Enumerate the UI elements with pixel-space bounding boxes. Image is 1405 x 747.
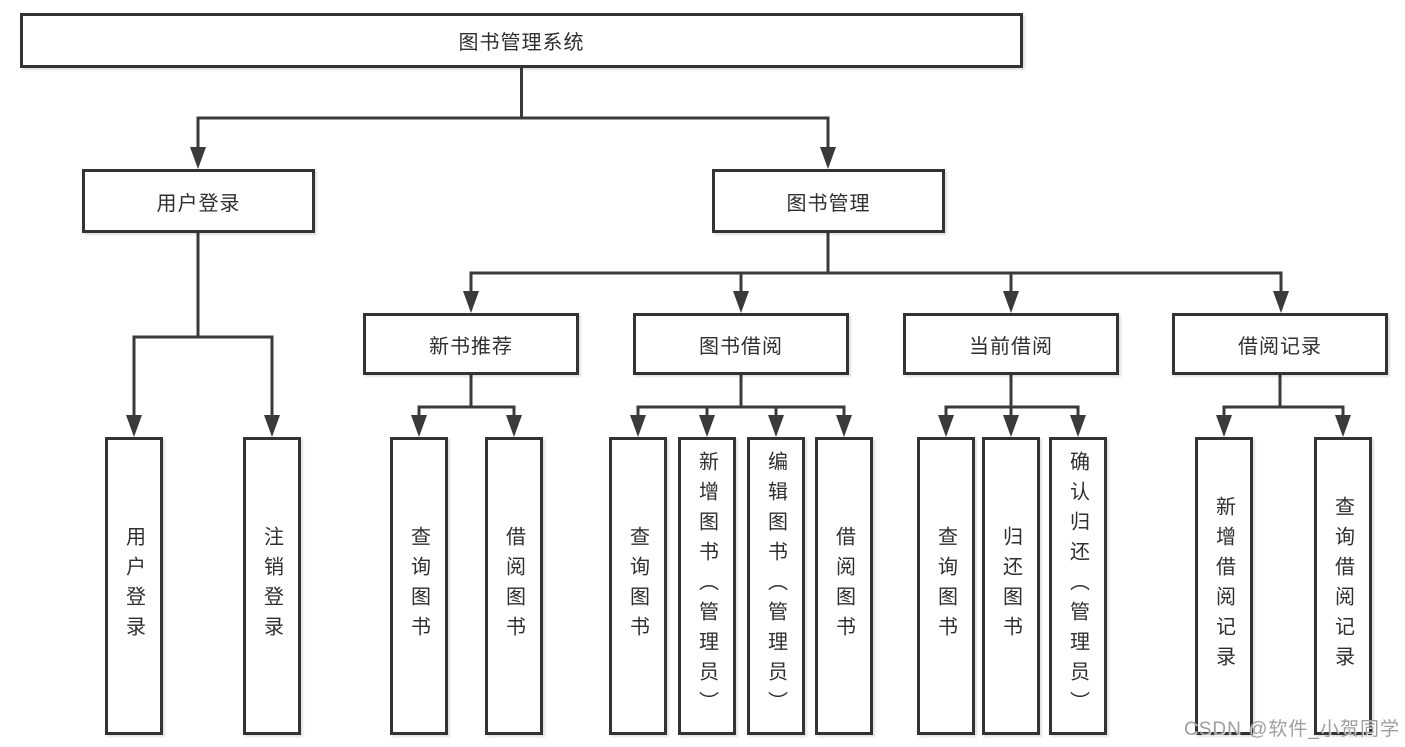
connector-newrec-to-leaves: [417, 373, 516, 424]
connector-userlogin-to-leaves: [132, 231, 274, 424]
connector-root-to-level2: [196, 66, 830, 154]
arrowhead: [733, 291, 749, 313]
node-borrow-records: 借阅记录: [1172, 313, 1388, 375]
arrowhead: [190, 147, 206, 169]
leaf-logout: 注销登录: [243, 437, 301, 735]
node-new-book-recommend: 新书推荐: [363, 313, 579, 375]
leaf-records-add-record: 新增借阅记录: [1195, 437, 1253, 735]
connector-current-to-leaves: [944, 373, 1080, 424]
leaf-borrow-edit-book-admin: 编辑图书（管理员）: [747, 437, 805, 735]
arrowhead: [836, 415, 852, 437]
leaf-borrow-query-book: 查询图书: [609, 437, 667, 735]
node-current-borrow: 当前借阅: [903, 313, 1119, 375]
csdn-watermark: CSDN @软件_小贺同学: [1184, 719, 1400, 740]
arrowhead: [126, 415, 142, 437]
connector-borrow-to-leaves: [636, 373, 846, 424]
leaf-current-return-book: 归还图书: [982, 437, 1040, 735]
arrowhead: [938, 415, 954, 437]
arrowhead: [820, 147, 836, 169]
leaf-records-query-record: 查询借阅记录: [1314, 437, 1372, 735]
arrowhead: [630, 415, 646, 437]
arrowhead: [1070, 415, 1086, 437]
leaf-newrec-borrow-book: 借阅图书: [485, 437, 543, 735]
node-book-borrow: 图书借阅: [633, 313, 849, 375]
leaf-newrec-query-book: 查询图书: [390, 437, 448, 735]
leaf-user-login: 用户登录: [105, 437, 163, 735]
arrowhead: [1216, 415, 1232, 437]
arrowhead: [463, 291, 479, 313]
connector-records-to-leaves: [1222, 373, 1345, 424]
arrowhead: [1003, 291, 1019, 313]
arrowhead: [1335, 415, 1351, 437]
arrowhead: [506, 415, 522, 437]
leaf-current-query-book: 查询图书: [917, 437, 975, 735]
arrowhead: [411, 415, 427, 437]
node-book-management: 图书管理: [712, 169, 945, 233]
node-user-login: 用户登录: [82, 169, 315, 233]
arrowhead: [1003, 415, 1019, 437]
node-root-system: 图书管理系统: [20, 13, 1023, 68]
arrowhead: [699, 415, 715, 437]
leaf-borrow-add-book-admin: 新增图书（管理员）: [678, 437, 736, 735]
connector-bookmgmt-to-level3: [469, 231, 1283, 300]
arrowhead: [1273, 291, 1289, 313]
leaf-borrow-borrow-book: 借阅图书: [815, 437, 873, 735]
arrowhead: [768, 415, 784, 437]
arrowhead: [264, 415, 280, 437]
leaf-current-confirm-return-admin: 确认归还（管理员）: [1049, 437, 1107, 735]
